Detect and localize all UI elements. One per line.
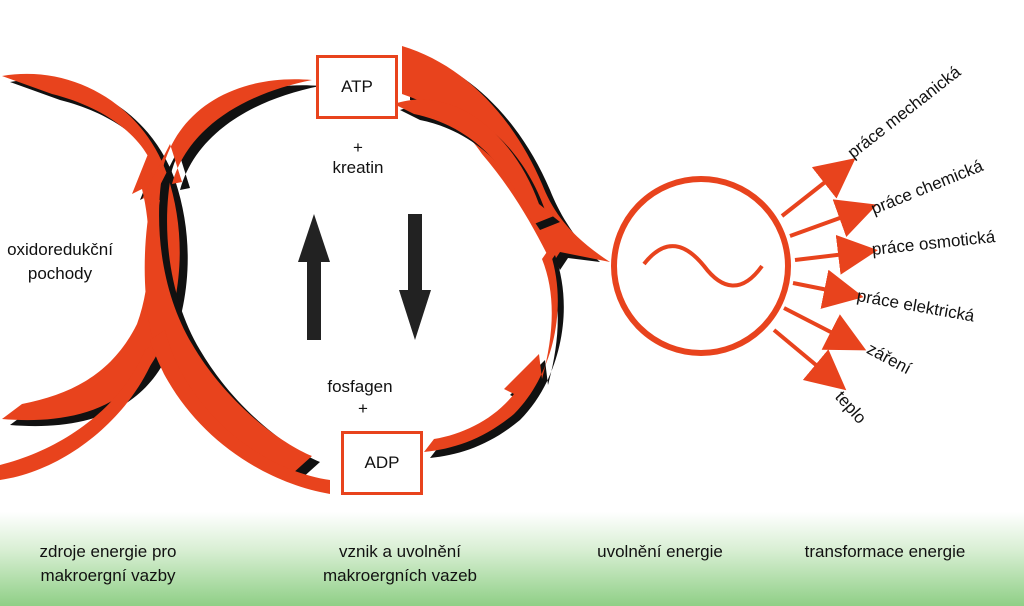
footer-col2: vznik a uvolnění makroergních vazeb	[300, 540, 500, 588]
output-arrow-5	[772, 328, 847, 391]
right-arrow-shadow-bottom	[430, 255, 564, 458]
footer-col1: zdroje energie pro makroergní vazby	[18, 540, 198, 588]
output-arrow-4	[783, 306, 867, 351]
energy-generator	[611, 176, 791, 356]
kreatin-label: kreatin	[332, 158, 384, 177]
center-arrows	[298, 214, 431, 340]
left-arrow-3	[0, 340, 160, 480]
left-cycle-arrows	[0, 73, 330, 494]
footer-col4: transformace energie	[804, 542, 966, 561]
adp-label: ADP	[364, 453, 400, 472]
fosfagen-label: fosfagen	[327, 377, 393, 396]
right-cycle-arrows	[394, 46, 610, 458]
footer-col2-line1: vznik a uvolnění	[339, 542, 461, 561]
footer-band	[0, 512, 1024, 606]
atp-label: ATP	[341, 77, 373, 96]
up-arrow	[298, 214, 330, 340]
footer-col1-line2: makroergní vazby	[40, 566, 176, 585]
plus-top: +	[353, 138, 363, 157]
footer-col1-line1: zdroje energie pro	[39, 542, 177, 561]
right-arrow-bottom	[424, 249, 558, 452]
left-arrow-1	[2, 73, 180, 421]
footer-col3: uvolnění energie	[597, 542, 723, 561]
left-arrow-4	[150, 330, 330, 494]
adp-box: ADP	[341, 431, 423, 495]
output-arrow-2	[794, 234, 878, 275]
generator-circle	[611, 176, 791, 356]
oxidoredukcni-line1: oxidoredukční	[7, 240, 113, 259]
plus-bottom: +	[358, 399, 368, 418]
oxidoredukcni-line2: pochody	[27, 264, 93, 283]
left-arrow-2	[142, 79, 312, 474]
output-arrows	[772, 158, 878, 391]
footer-col2-line2: makroergních vazeb	[322, 566, 478, 585]
down-arrow	[399, 214, 431, 340]
oxidoredukcni-label: oxidoredukční pochody	[0, 238, 120, 286]
output-arrow-1	[789, 199, 878, 238]
right-arrow-mid	[394, 99, 554, 224]
sine-wave-icon	[642, 244, 764, 288]
output-arrow-0	[780, 158, 856, 218]
atp-box: ATP	[316, 55, 398, 119]
output-arrow-3	[792, 269, 864, 309]
